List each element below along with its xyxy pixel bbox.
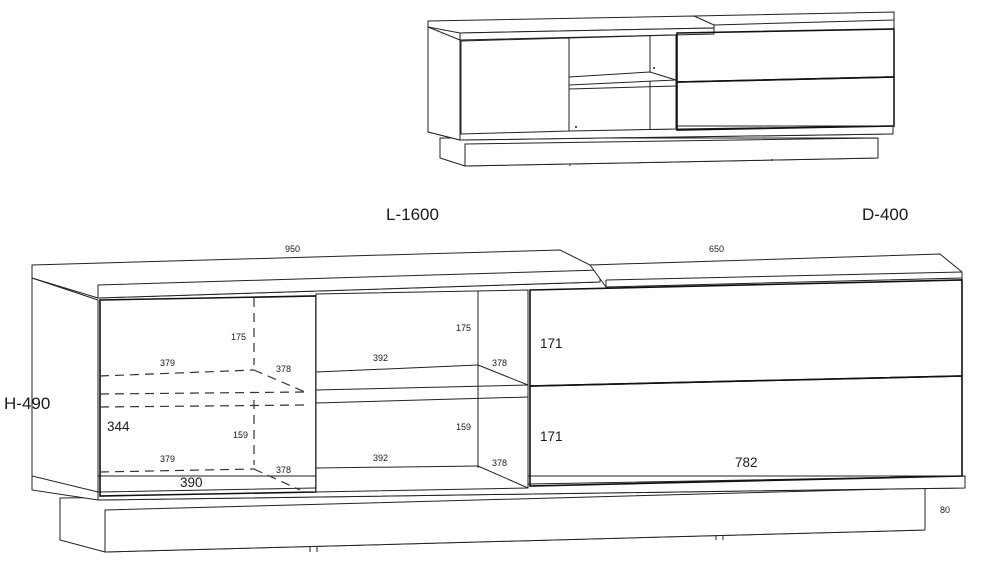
front-view	[31, 249, 966, 553]
door-inner-height-label: 344	[107, 419, 130, 434]
open-lower-width-label: 392	[373, 453, 388, 463]
depth-label: D-400	[862, 205, 908, 224]
open-upper-depth-label: 378	[492, 358, 507, 368]
door-lower-depth-label: 378	[276, 465, 291, 475]
door-upper-width-label: 379	[160, 358, 175, 368]
length-label: L-1600	[386, 205, 439, 224]
open-lower-height-label: 159	[456, 422, 471, 432]
perspective-view	[427, 11, 895, 167]
door-upper-height-label: 175	[231, 332, 246, 342]
top-right-width-label: 650	[709, 244, 724, 254]
top-left-width-label: 950	[285, 244, 300, 254]
plinth-height-label: 80	[940, 505, 950, 515]
door-width-label: 390	[180, 475, 203, 490]
drawer-bottom-height-label: 171	[540, 429, 563, 444]
open-lower-depth-label: 378	[492, 458, 507, 468]
open-upper-width-label: 392	[373, 353, 388, 363]
drawer-top-height-label: 171	[540, 336, 563, 351]
open-upper-height-label: 175	[456, 323, 471, 333]
drawer-width-label: 782	[735, 455, 758, 470]
door-lower-height-label: 159	[233, 430, 248, 440]
height-label: H-490	[4, 394, 50, 413]
door-upper-depth-label: 378	[276, 364, 291, 374]
door-lower-width-label: 379	[160, 454, 175, 464]
